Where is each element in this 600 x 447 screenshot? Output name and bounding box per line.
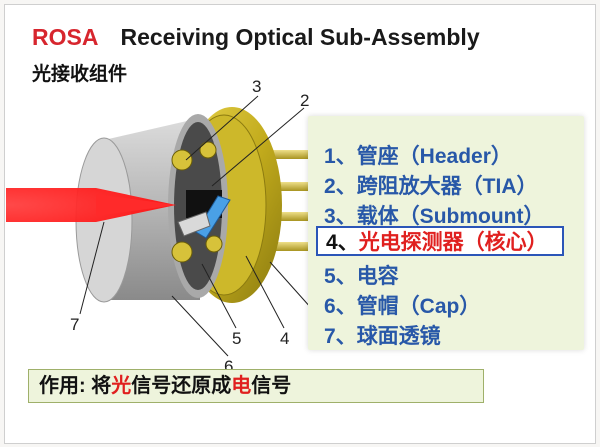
legend-panel: 1、管座（Header） 2、跨阻放大器（TIA） 3、载体（Submount）… [308,116,584,350]
legend-num: 5、 [324,265,357,288]
callout-2: 2 [300,91,309,110]
title-full-name: Receiving Optical Sub-Assembly [120,24,480,50]
callout-3: 3 [252,77,261,96]
function-label: 作用: 将 [39,375,112,397]
callout-numbers: 3 2 4 5 6 7 [70,77,309,376]
legend-item-1: 1、管座（Header） [324,140,512,170]
legend-text: 球面透镜 [356,325,441,348]
function-end: 信号 [251,375,292,397]
legend-num: 6、 [324,295,357,318]
callout-6: 6 [224,357,233,376]
callout-7: 7 [70,315,79,334]
function-word-electric: 电 [231,375,252,397]
legend-item-6: 6、管帽（Cap） [324,290,480,320]
title-chinese: 光接收组件 [32,64,128,85]
callout-5: 5 [232,329,241,348]
legend-num: 4、 [326,231,359,254]
legend-item-3: 3、载体（Submount） [324,200,545,230]
legend-text: 载体（Submount） [356,205,545,228]
title-abbr: ROSA [32,24,99,50]
legend-text: 电容 [356,265,399,288]
legend-item-5: 5、电容 [324,260,399,290]
light-beam [6,188,176,222]
function-caption: 作用: 将光信号还原成电信号 [28,369,484,403]
legend-num: 7、 [324,325,357,348]
internal-components [171,141,231,263]
legend-num: 2、 [324,175,357,198]
legend-num: 3、 [324,205,357,228]
legend-item-7: 7、球面透镜 [324,320,441,350]
function-word-light: 光 [111,375,132,397]
legend-text: 管座（Header） [356,145,512,168]
legend-text: 跨阻放大器（TIA） [356,175,538,198]
legend-num: 1、 [324,145,357,168]
legend-item-2: 2、跨阻放大器（TIA） [324,170,538,200]
legend-text: 管帽（Cap） [356,295,481,318]
function-mid: 信号还原成 [131,375,232,397]
slide-title: ROSA Receiving Optical Sub-Assembly [32,24,480,51]
legend-text: 光电探测器（核心） [358,231,548,254]
legend-item-4-highlighted: 4、光电探测器（核心） [316,226,564,256]
callout-4: 4 [280,329,289,348]
